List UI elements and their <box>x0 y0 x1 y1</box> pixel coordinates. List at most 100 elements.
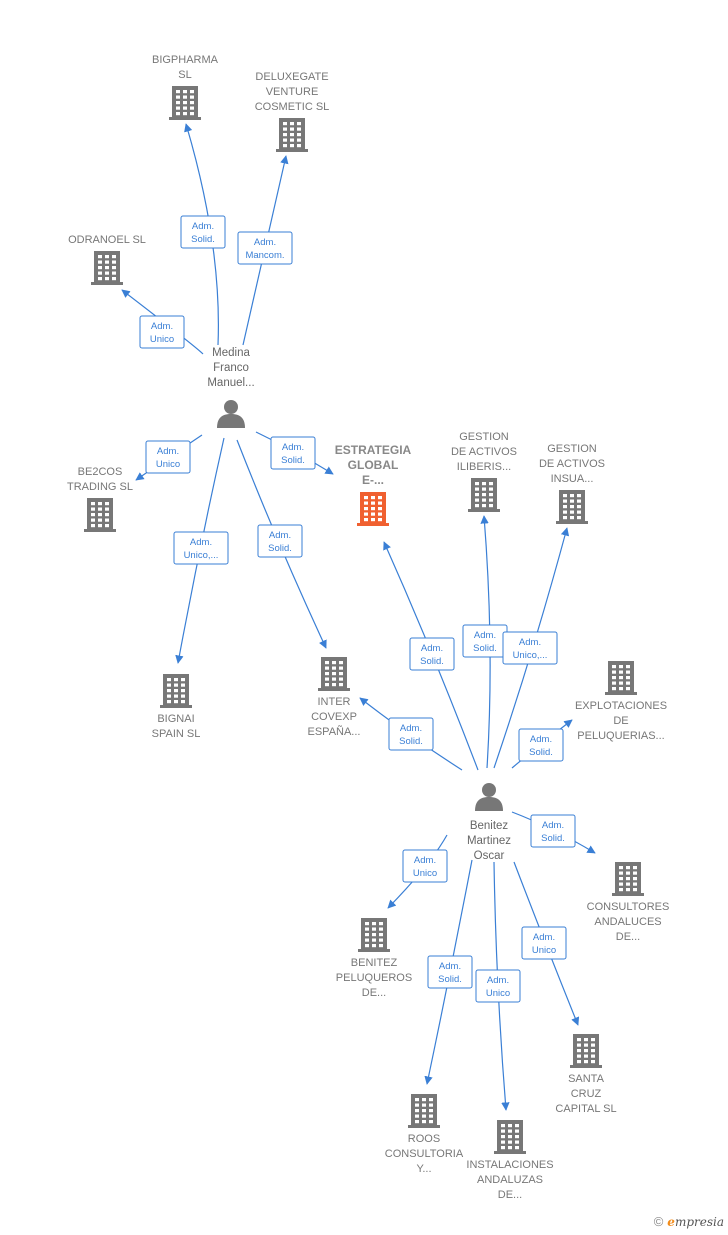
role-badge[interactable]: Adm. Solid. <box>530 814 576 848</box>
role-label: Unico,... <box>513 650 548 661</box>
building-icon[interactable] <box>468 478 500 512</box>
company-node-inter-covexp[interactable]: INTERCOVEXPESPAÑA... <box>308 657 361 738</box>
role-label: Adm. <box>151 321 173 332</box>
building-icon[interactable] <box>408 1094 440 1128</box>
building-icon[interactable] <box>169 86 201 120</box>
company-name: GESTION <box>459 431 509 443</box>
building-icon[interactable] <box>612 862 644 896</box>
role-label: Solid. <box>281 455 305 466</box>
role-badge[interactable]: Adm. Unico,... <box>502 631 558 665</box>
role-label: Adm. <box>519 637 541 648</box>
role-badge[interactable]: Adm.Unico <box>145 440 191 474</box>
person-name: Oscar <box>474 850 505 862</box>
role-label: Adm. <box>157 446 179 457</box>
company-node-roos[interactable]: ROOSCONSULTORIAY... <box>385 1094 464 1175</box>
role-badge[interactable]: Adm. Solid. <box>180 215 226 249</box>
company-name: ODRANOEL SL <box>68 234 146 246</box>
company-name: DE... <box>616 931 640 943</box>
role-label: Solid. <box>268 543 292 554</box>
company-node-explotaciones[interactable]: EXPLOTACIONES DE PELUQUERIAS... <box>575 661 667 742</box>
role-label: Adm. <box>192 221 214 232</box>
company-node-bignai[interactable]: BIGNAI SPAIN SL <box>152 674 201 740</box>
company-node-consultores[interactable]: CONSULTORESANDALUCESDE... <box>587 862 670 943</box>
role-label: Adm. <box>282 442 304 453</box>
company-node-instalaciones[interactable]: INSTALACIONESANDALUZASDE... <box>466 1120 554 1201</box>
person-name: Martinez <box>467 835 511 847</box>
role-badge[interactable]: Adm. Unico <box>521 926 567 960</box>
company-name: DE ACTIVOS <box>539 458 605 470</box>
building-icon[interactable] <box>318 657 350 691</box>
company-node-benitez-peluqueros[interactable]: BENITEZPELUQUEROSDE... <box>336 918 412 999</box>
company-name: ROOS <box>408 1133 440 1145</box>
role-label: Unico <box>486 988 510 999</box>
role-label: Solid. <box>541 833 565 844</box>
company-name: EXPLOTACIONES <box>575 700 667 712</box>
role-label: Adm. <box>533 932 555 943</box>
company-name: COSMETIC SL <box>255 101 330 113</box>
company-node-odranoel[interactable]: ODRANOEL SL <box>68 234 146 285</box>
building-icon[interactable] <box>276 118 308 152</box>
role-label: Unico <box>532 945 556 956</box>
company-name: DE <box>613 715 628 727</box>
role-badge[interactable]: Adm. Solid. <box>427 955 473 989</box>
role-label: Adm. <box>439 961 461 972</box>
company-name: BE2COS <box>78 466 123 478</box>
role-badge[interactable]: Adm. Solid. <box>270 436 316 470</box>
company-name: SPAIN SL <box>152 728 201 740</box>
role-badge[interactable]: Adm.Mancom. <box>237 231 293 265</box>
company-name: ESPAÑA... <box>308 725 361 738</box>
company-name: ILIBERIS... <box>457 461 511 473</box>
brand-logo[interactable]: empresia <box>667 1215 724 1229</box>
role-label: Solid. <box>191 234 215 245</box>
role-label: Adm. <box>474 630 496 641</box>
person-icon[interactable] <box>475 783 503 811</box>
company-name: DELUXEGATE <box>255 71 328 83</box>
company-name: CRUZ <box>571 1088 602 1100</box>
building-icon[interactable] <box>91 251 123 285</box>
role-badge[interactable]: Adm.Unico <box>402 849 448 883</box>
company-name: BIGNAI <box>157 713 194 725</box>
role-label: Solid. <box>473 643 497 654</box>
role-label: Solid. <box>438 974 462 985</box>
building-icon[interactable] <box>357 492 389 526</box>
role-label: Unico <box>150 334 174 345</box>
role-badge[interactable]: Adm.Solid. <box>388 717 434 751</box>
person-node-medina[interactable]: MedinaFrancoManuel... <box>207 347 255 428</box>
building-icon[interactable] <box>494 1120 526 1154</box>
role-badge[interactable]: Adm. Solid. <box>462 624 508 658</box>
role-label: Mancom. <box>245 250 284 261</box>
role-badge[interactable]: Adm.Solid. <box>518 728 564 762</box>
role-badge[interactable]: Adm.Unico <box>475 969 521 1003</box>
role-label: Adm. <box>542 820 564 831</box>
building-icon[interactable] <box>160 674 192 708</box>
role-badge[interactable]: Adm.Unico,... <box>173 531 229 565</box>
person-icon[interactable] <box>217 400 245 428</box>
role-label: Adm. <box>269 530 291 541</box>
role-label: Adm. <box>400 723 422 734</box>
building-icon[interactable] <box>605 661 637 695</box>
building-icon[interactable] <box>84 498 116 532</box>
company-name: CONSULTORIA <box>385 1148 464 1160</box>
building-icon[interactable] <box>358 918 390 952</box>
role-badge[interactable]: Adm.Solid. <box>409 637 455 671</box>
building-icon[interactable] <box>556 490 588 524</box>
role-label: Unico,... <box>184 550 219 561</box>
role-badge[interactable]: Adm. Solid. <box>257 524 303 558</box>
building-icon[interactable] <box>570 1034 602 1068</box>
company-name: SANTA <box>568 1073 605 1085</box>
company-name: PELUQUERIAS... <box>577 730 664 742</box>
company-name: PELUQUEROS <box>336 972 412 984</box>
company-name: BIGPHARMA <box>152 54 219 66</box>
company-name: INTER <box>318 696 351 708</box>
company-name: ANDALUCES <box>594 916 661 928</box>
company-node-estrategia[interactable]: ESTRATEGIAGLOBALE-... <box>335 443 412 526</box>
role-label: Solid. <box>529 747 553 758</box>
role-badge[interactable]: Adm. Unico <box>139 315 185 349</box>
